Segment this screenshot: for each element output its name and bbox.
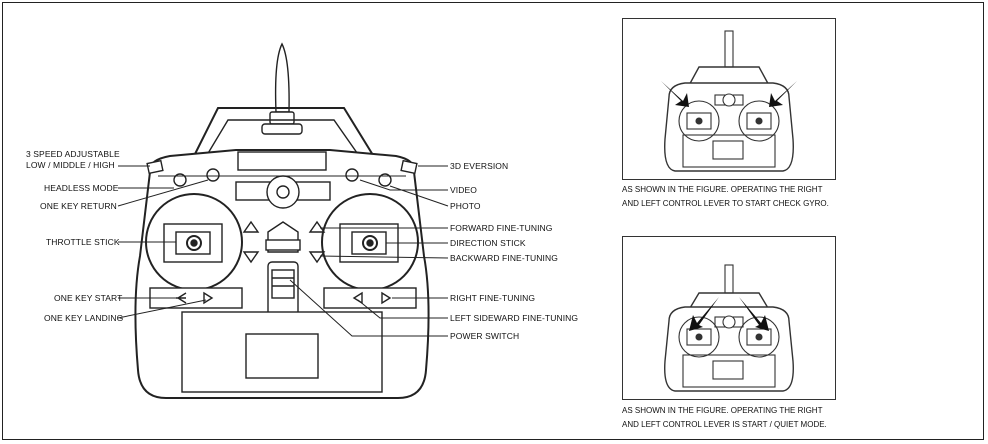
gyro-transmitter-illustration [661, 30, 797, 172]
label-headless-mode: HEADLESS MODE [44, 183, 119, 193]
gyro-arrow-right [769, 81, 797, 107]
eversion-switch [400, 159, 418, 175]
start-caption-line1: AS SHOWN IN THE FIGURE. OPERATING THE RI… [622, 406, 823, 415]
label-video: VIDEO [450, 185, 477, 195]
lcd-screen [245, 333, 319, 379]
label-left-sideward-fine-tuning: LEFT SIDEWARD FINE-TUNING [450, 313, 579, 323]
video-button [345, 168, 359, 182]
left-trim-up [242, 220, 260, 233]
direction-stick-top [362, 235, 378, 251]
gyro-arrow-left [661, 81, 689, 107]
label-3d-eversion: 3D EVERSION [450, 161, 509, 171]
throttle-stick-top [186, 235, 202, 251]
gyro-check-panel [622, 18, 836, 180]
label-direction-stick: DIRECTION STICK [450, 238, 526, 248]
start-caption-line2: AND LEFT CONTROL LEVER IS START / QUIET … [622, 420, 827, 429]
label-throttle-stick: THROTTLE STICK [46, 237, 120, 247]
backward-trim [308, 251, 326, 264]
top-display [237, 151, 327, 171]
label-right-fine-tuning: RIGHT FINE-TUNING [450, 293, 536, 303]
photo-button [378, 173, 392, 187]
start-arrow-right [739, 297, 769, 331]
one-key-return-button [206, 168, 220, 182]
carry-handle [191, 107, 377, 161]
label-one-key-return: ONE KEY RETURN [40, 201, 117, 211]
label-photo: PHOTO [450, 201, 481, 211]
center-button [266, 175, 300, 209]
label-one-key-landing: ONE KEY LANDING [44, 313, 124, 323]
start-arrow-left [689, 297, 719, 331]
start-transmitter-illustration [664, 264, 794, 392]
forward-trim [308, 220, 326, 233]
left-trim-down [242, 251, 260, 264]
antenna [274, 42, 290, 113]
label-one-key-start: ONE KEY START [54, 293, 123, 303]
label-backward-fine-tuning: BACKWARD FINE-TUNING [450, 253, 558, 263]
gyro-caption-line2: AND LEFT CONTROL LEVER TO START CHECK GY… [622, 199, 829, 208]
headless-mode-button [173, 173, 187, 187]
antenna-base [269, 111, 295, 125]
gyro-caption-line1: AS SHOWN IN THE FIGURE. OPERATING THE RI… [622, 185, 823, 194]
label-speed-line2: LOW / MIDDLE / HIGH [26, 160, 115, 170]
start-mode-panel [622, 236, 836, 400]
label-forward-fine-tuning: FORWARD FINE-TUNING [450, 223, 553, 233]
label-speed-line1: 3 SPEED ADJUSTABLE [26, 149, 120, 159]
label-power-switch: POWER SWITCH [450, 331, 520, 341]
speed-switch [146, 159, 164, 175]
